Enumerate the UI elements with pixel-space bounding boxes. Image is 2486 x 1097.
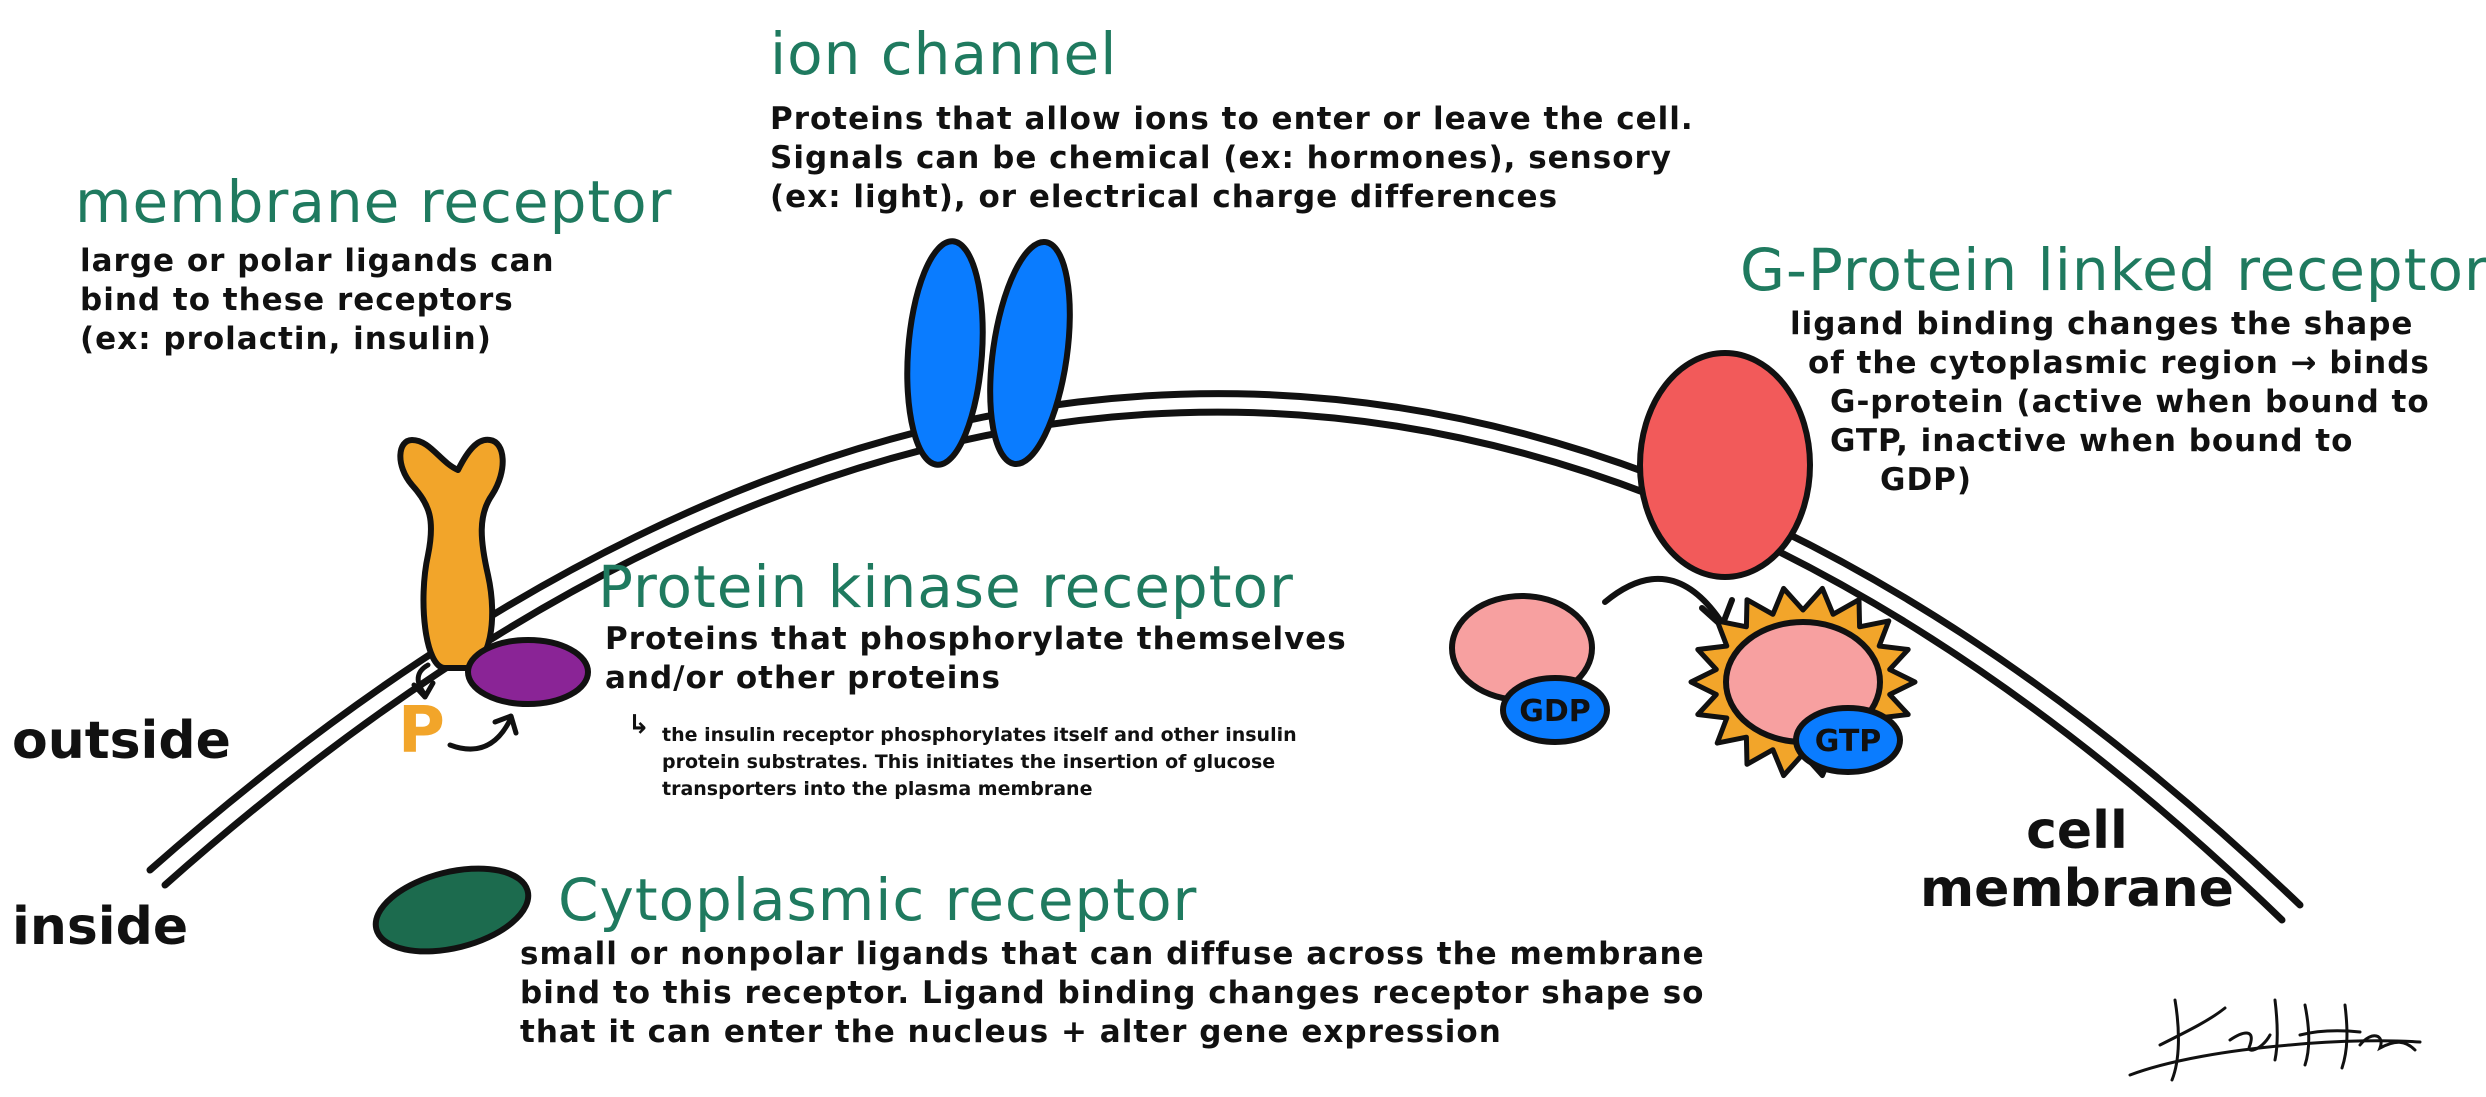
description-line: and/or other proteins [605, 660, 1001, 696]
phosphate-arrow-right [447, 717, 513, 752]
inside-label: inside [12, 897, 189, 957]
protein-kinase-title: Protein kinase receptor [598, 553, 1294, 621]
gtp-label: GTP [1815, 724, 1882, 759]
description-line: bind to this receptor. Ligand binding ch… [520, 975, 1705, 1011]
ion-channel-title: ion channel [770, 20, 1118, 88]
description-line: G-protein (active when bound to [1830, 384, 2430, 420]
cell-membrane-label-line: membrane [1920, 859, 2234, 919]
membrane-receptor-shape [397, 436, 506, 671]
description-line: GTP, inactive when bound to [1830, 423, 2354, 459]
protein-kinase-shape: P [398, 637, 591, 768]
artist-signature [2128, 998, 2422, 1082]
cytoplasmic-receptor-shape [372, 865, 532, 955]
g-protein-receptor-title: G-Protein linked receptor [1740, 236, 2486, 304]
description-line: that it can enter the nucleus + alter ge… [520, 1014, 1502, 1050]
membrane-receptor-title: membrane receptor [75, 168, 673, 236]
protein-kinase-note: the insulin receptor phosphorylates itse… [662, 722, 1297, 803]
description-line: bind to these receptors [80, 282, 514, 318]
cell-membrane-label-line: cell [2026, 801, 2128, 861]
cell-membrane-label: cell membrane [1920, 802, 2234, 918]
phosphate-p: P [398, 694, 445, 768]
ion-channel-shape [904, 238, 1073, 468]
ion-channel-left-subunit [904, 238, 986, 468]
description-line: small or nonpolar ligands that can diffu… [520, 936, 1705, 972]
note-line: the insulin receptor phosphorylates itse… [662, 724, 1297, 746]
description-line: Proteins that allow ions to enter or lea… [770, 101, 1694, 137]
outside-label: outside [12, 711, 231, 771]
g-protein-arrow [1602, 575, 1723, 623]
description-line: of the cytoplasmic region → binds [1808, 345, 2430, 381]
cytoplasmic-receptor-title: Cytoplasmic receptor [558, 866, 1198, 934]
note-line: protein substrates. This initiates the i… [662, 751, 1276, 773]
membrane-receptor-body [397, 436, 506, 671]
membrane-inner-line [161, 408, 2286, 924]
ion-channel-description: Proteins that allow ions to enter or lea… [770, 100, 1694, 217]
membrane-receptor-description: large or polar ligands can bind to these… [80, 242, 555, 359]
description-line: (ex: light), or electrical charge differ… [770, 179, 1559, 215]
note-line: transporters into the plasma membrane [662, 778, 1093, 800]
gdp-label: GDP [1519, 694, 1591, 729]
gtp-badge [1793, 705, 1903, 775]
description-line: Proteins that phosphorylate themselves [605, 621, 1347, 657]
g-receptor-body [1637, 350, 1813, 580]
phosphate-arrow-right-head [492, 713, 519, 736]
description-line: ligand binding changes the shape [1790, 306, 2414, 342]
protein-kinase-description: Proteins that phosphorylate themselves a… [605, 620, 1347, 698]
g-protein-receptor-description: ligand binding changes the shape of the … [1790, 305, 2430, 500]
protein-kinase-note-arrow: ↳ [628, 710, 650, 740]
cytoplasmic-receptor-body [372, 865, 532, 955]
phosphate-arrow-down-head [411, 680, 436, 700]
description-line: GDP) [1880, 462, 1973, 498]
description-line: Signals can be chemical (ex: hormones), … [770, 140, 1672, 176]
description-line: (ex: prolactin, insulin) [80, 321, 492, 357]
cytoplasmic-receptor-description: small or nonpolar ligands that can diffu… [520, 935, 1705, 1052]
kinase-protein [465, 637, 591, 707]
g-protein-receptor-shape: GDP GTP [1449, 350, 1918, 779]
description-line: large or polar ligands can [80, 243, 555, 279]
gdp-badge [1500, 675, 1610, 745]
ion-channel-right-subunit [987, 238, 1073, 468]
